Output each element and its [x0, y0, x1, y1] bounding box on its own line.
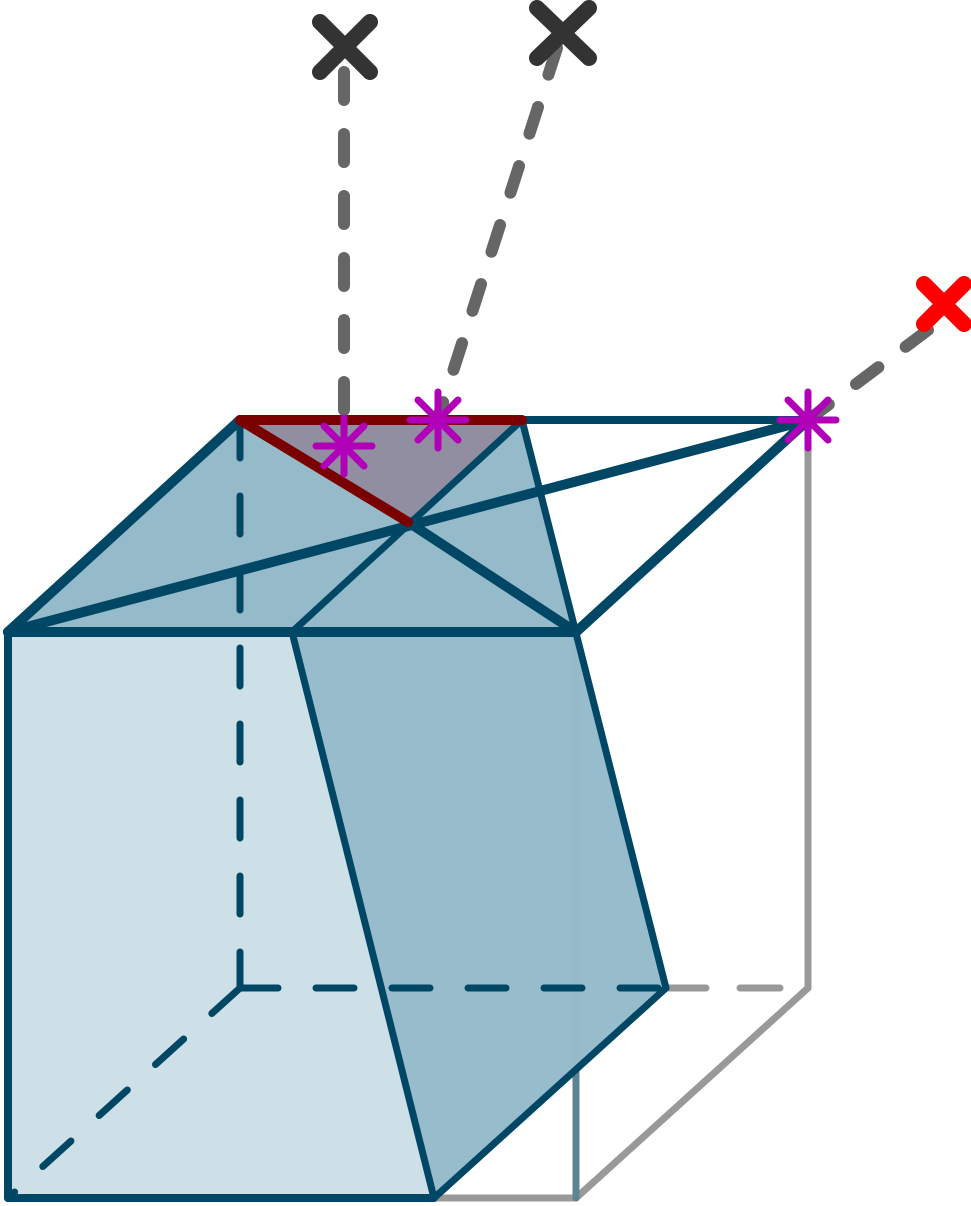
inner-diagonal-lower — [403, 517, 581, 637]
top-right-diagonal — [571, 415, 813, 637]
intersection-markers — [312, 388, 840, 478]
highlight-edges — [235, 415, 527, 527]
light-rays — [338, 42, 934, 450]
light-source-2-icon — [529, 0, 597, 66]
slant-left-edge — [288, 628, 438, 1202]
hidden-edges — [4, 416, 670, 1202]
slanted-face — [292, 632, 666, 1198]
intersection-marker-1-icon — [312, 414, 376, 478]
top-left-edge — [3, 415, 245, 637]
ray-3 — [802, 324, 934, 426]
light-sources — [312, 0, 971, 332]
intersection-marker-2-icon — [406, 388, 470, 452]
intersection-marker-3-icon — [776, 388, 840, 452]
highlight-triangle — [240, 420, 522, 522]
slant-right-edge — [518, 416, 670, 992]
light-source-red-icon — [916, 276, 971, 332]
gray-bottom-right-diagonal-edge — [572, 984, 812, 1202]
hidden-diagonal-edge — [4, 984, 244, 1202]
highlight-slanted-edge — [235, 415, 413, 527]
ray-2 — [432, 42, 563, 424]
light-source-1-icon — [312, 14, 378, 80]
slant-bottom-edge — [430, 984, 670, 1202]
